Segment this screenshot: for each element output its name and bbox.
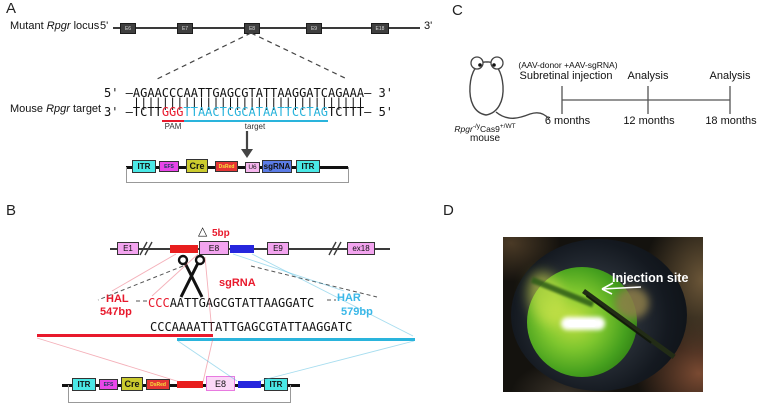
mouse-target-label-prefix: Mouse xyxy=(10,103,47,115)
injection-site-annotation: Injection site xyxy=(612,271,689,285)
mutant-locus-label-prefix: Mutant xyxy=(10,20,47,32)
top-strand-suffix: — 3' xyxy=(364,86,393,100)
vector-b-itr-right-box: ITR xyxy=(264,378,288,391)
pam-label: PAM xyxy=(164,122,182,131)
hal-name: HAL xyxy=(106,293,129,305)
bottom-strand: 3' —TCTTGGGTTAACTCGCATAATTCCTAGTCTTT— 5' xyxy=(104,105,394,122)
har-name: HAR xyxy=(337,292,361,304)
locus-exon-box: E18 xyxy=(371,23,389,34)
panel-c-label: C xyxy=(452,2,463,19)
top-strand-seq: AGAACCCAATTGAGCGTATTAAGGATCAGAAA xyxy=(132,86,365,100)
panel-d-label: D xyxy=(443,202,454,219)
genotype-line2: mouse xyxy=(469,133,500,144)
bottom-strand-suffix: — 5' xyxy=(364,105,394,119)
light-reflection-core xyxy=(567,320,597,327)
timeline xyxy=(561,86,731,114)
locus-exon-box: E8 xyxy=(244,23,260,34)
genotype-gene: Rpgr xyxy=(454,124,473,134)
vector-a-bracket xyxy=(126,167,349,183)
mutant-locus-label-suffix: locus xyxy=(70,20,100,32)
analysis-label: Analysis xyxy=(709,70,751,82)
har-size: 579bp xyxy=(341,306,373,318)
hal-segment xyxy=(170,245,198,253)
exon-e8-box: E8 xyxy=(199,241,229,255)
vector-a-efs-box: EFS xyxy=(159,161,179,172)
cut-site-seq: AATTGAGCGTATTAAGGATC xyxy=(169,296,315,310)
target-label: target xyxy=(244,122,266,131)
timepoint-6-months: 6 months xyxy=(544,115,591,127)
panel-b-label: B xyxy=(6,202,17,219)
mouse-target-label-suffix: target xyxy=(69,103,102,115)
genotype-allele2: +/WT xyxy=(499,123,516,130)
deletion-triangle-icon: △ xyxy=(198,224,208,238)
cut-site-pam: CCC xyxy=(148,296,170,310)
mouse-target-label: Mouse Rpgr target xyxy=(10,103,101,115)
exon-ex18-box: ex18 xyxy=(347,242,375,255)
vectors-label: (AAV-donor +AAV-sgRNA) xyxy=(518,60,618,70)
sgrna-label: sgRNA xyxy=(219,277,256,289)
vector-b-har-segment xyxy=(238,381,261,388)
timepoint-18-months: 18 months xyxy=(705,115,757,127)
hal-connector-lines xyxy=(36,253,214,383)
locus-exon-box: E7 xyxy=(177,23,193,34)
down-arrow-icon xyxy=(241,131,253,158)
scissors-icon xyxy=(177,254,206,298)
top-strand: 5' —AGAACCCAATTGAGCGTATTAAGGATCAGAAA— 3' xyxy=(104,86,393,100)
vector-b-efs-box: EFS xyxy=(99,379,118,390)
pam-sequence: GGG xyxy=(161,105,184,122)
bottom-strand-prefix: 3' — xyxy=(104,105,133,119)
vector-a-u6-box: U6 xyxy=(245,162,260,173)
locus-three-prime: 3' xyxy=(424,20,433,32)
target-sequence: TTAACTCGCATAATTCCTAG xyxy=(183,105,328,122)
hal-size: 547bp xyxy=(100,306,132,318)
iris-reflection xyxy=(615,287,649,319)
genotype-label: Rpgr-/yCas9+/WT xyxy=(452,123,518,134)
bottom-strand-flank3: TCTTT xyxy=(328,105,365,119)
vector-a-itr-left-box: ITR xyxy=(132,160,156,173)
locus-five-prime: 5' xyxy=(100,20,109,32)
procedure-label: Subretinal injection xyxy=(519,70,613,82)
panel-a-label: A xyxy=(6,0,17,17)
exon-e1-box: E1 xyxy=(117,242,139,255)
zoom-dashed-lines xyxy=(154,32,348,81)
deletion-size-label: 5bp xyxy=(212,228,230,239)
eye-photo xyxy=(503,237,703,392)
donor-sequence: CCCAAAATTATTGAGCGTATTAAGGATC xyxy=(150,320,353,334)
mouse-target-gene: Rpgr xyxy=(46,103,70,115)
genotype-cas9: Cas9 xyxy=(480,124,500,134)
mutant-locus-label: Mutant Rpgr locus xyxy=(10,20,99,32)
vector-b-cre-box: Cre xyxy=(121,377,143,391)
vector-a-sgrna-box: sgRNA xyxy=(262,160,292,173)
base-pairing-ticks: |||||||||||||||||||||||||||||||| xyxy=(104,96,365,110)
analysis-label: Analysis xyxy=(627,70,669,82)
vector-b-itr-left-box: ITR xyxy=(72,378,96,391)
mutant-locus-gene: Rpgr xyxy=(46,20,71,32)
locus-line xyxy=(113,27,420,29)
vector-b-hal-segment xyxy=(177,381,203,388)
genotype-allele1: -/y xyxy=(472,123,481,130)
locus-exon-box: E9 xyxy=(306,23,322,34)
exon-e9-box: E9 xyxy=(267,242,289,255)
locus-exon-box: E6 xyxy=(120,23,136,34)
vector-b-e8-box: E8 xyxy=(206,376,235,391)
cut-site-sequence: CCCAATTGAGCGTATTAAGGATC xyxy=(148,296,315,310)
vector-a-dsred-box: DsRed xyxy=(215,161,238,172)
har-connector-lines xyxy=(177,253,415,382)
bottom-strand-flank5: TCTT xyxy=(132,105,162,119)
timepoint-12-months: 12 months xyxy=(623,115,675,127)
vector-a-cre-box: Cre xyxy=(186,159,208,173)
vector-a-itr-right-box: ITR xyxy=(296,160,320,173)
har-arm-line xyxy=(177,338,415,341)
vector-b-dsred-box: DsRed xyxy=(146,379,170,390)
hal-arm-line xyxy=(37,334,213,337)
top-strand-prefix: 5' — xyxy=(104,86,133,100)
har-segment xyxy=(230,245,254,253)
vector-b-bracket xyxy=(68,385,291,403)
